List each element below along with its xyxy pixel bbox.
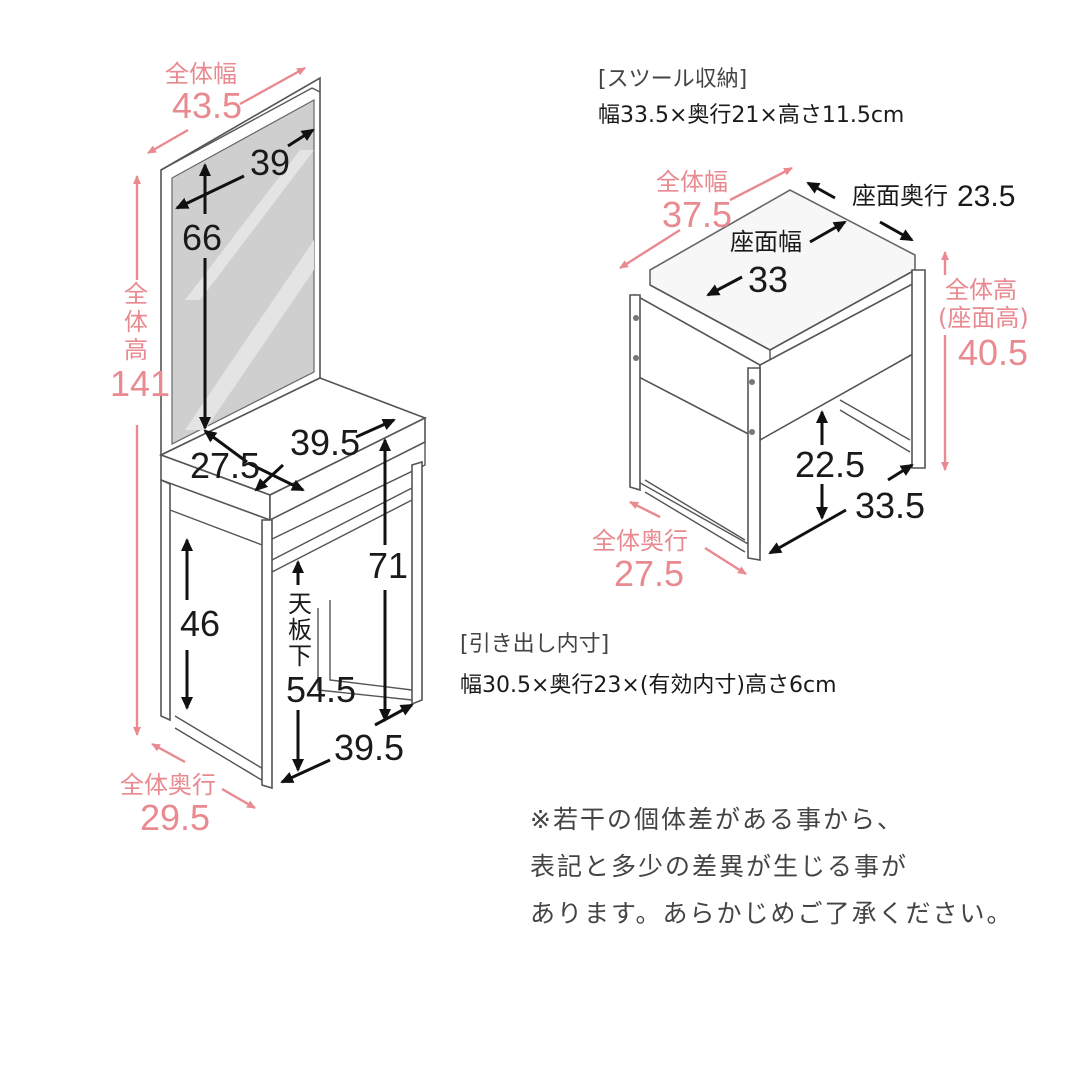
- stool-overall-height-label: 全体高: [945, 276, 1017, 304]
- stool-base-width: 33.5: [855, 485, 925, 526]
- under-top-label-2: 板: [288, 616, 312, 644]
- stool-seat-width: 33: [748, 259, 788, 300]
- stool-storage-title: [スツール収納]: [598, 67, 747, 92]
- stool-seat-depth: 23.5: [957, 180, 1015, 213]
- dresser-overall-depth-label: 全体奥行: [120, 771, 216, 799]
- dresser-height-label-1: 全: [124, 280, 148, 308]
- top-width: 39.5: [290, 422, 360, 463]
- desk-height: 71: [368, 545, 408, 586]
- disclaimer-note: ※若干の個体差がある事から、 表記と多少の差異が生じる事が あります。あらかじめ…: [530, 805, 1014, 928]
- mirror-height: 66: [182, 217, 222, 258]
- dresser-inner-dimensions: 39 66 39.5 27.5 71 46 天 板 下 54.5 39.5: [175, 128, 414, 784]
- dresser-overall-dimensions: 全体幅 43.5 全 体 高 141 全体奥行 29.5: [110, 60, 306, 838]
- dresser-overall-height: 141: [110, 363, 170, 404]
- base-width: 39.5: [334, 727, 404, 768]
- mirror-width: 39: [250, 142, 290, 183]
- dresser-overall-depth: 29.5: [140, 797, 210, 838]
- stool-overall-height-sub: (座面高): [938, 304, 1029, 332]
- dresser-overall-width: 43.5: [172, 85, 242, 126]
- stool-overall-depth-label: 全体奥行: [592, 527, 688, 555]
- dresser-overall-width-label: 全体幅: [165, 60, 237, 88]
- drawer-dims: 幅30.5×奥行23×(有効内寸)高さ6cm: [460, 673, 837, 698]
- dresser-height-label-3: 高: [124, 336, 148, 364]
- note-line-3: あります。あらかじめご了承ください。: [530, 899, 1014, 928]
- top-depth: 27.5: [190, 445, 260, 486]
- leg-clearance: 46: [180, 603, 220, 644]
- stool-seat-width-label: 座面幅: [730, 228, 802, 256]
- drawer-info: [引き出し内寸] 幅30.5×奥行23×(有効内寸)高さ6cm: [460, 632, 837, 698]
- stool-storage-dims: 幅33.5×奥行21×高さ11.5cm: [598, 103, 904, 128]
- under-top-height: 54.5: [286, 669, 356, 710]
- stool-leg-clearance: 22.5: [795, 444, 865, 485]
- under-top-label-1: 天: [288, 590, 312, 618]
- under-top-label-3: 下: [288, 642, 312, 670]
- stool-dimensions: [スツール収納] 幅33.5×奥行21×高さ11.5cm 全体幅 37.5 座面…: [592, 67, 1029, 594]
- note-line-2: 表記と多少の差異が生じる事が: [530, 852, 908, 881]
- stool-overall-width-label: 全体幅: [656, 168, 728, 196]
- stool-drawing: [629, 189, 926, 561]
- drawer-title: [引き出し内寸]: [460, 632, 609, 657]
- stool-overall-height: 40.5: [958, 332, 1028, 373]
- dresser-height-label-2: 体: [124, 308, 148, 336]
- note-line-1: ※若干の個体差がある事から、: [530, 805, 904, 834]
- stool-front-leg: [747, 367, 761, 561]
- stool-seat-depth-label: 座面奥行: [852, 182, 948, 210]
- front-leg: [261, 519, 273, 790]
- stool-overall-depth: 27.5: [614, 553, 684, 594]
- stool-overall-width: 37.5: [662, 194, 732, 235]
